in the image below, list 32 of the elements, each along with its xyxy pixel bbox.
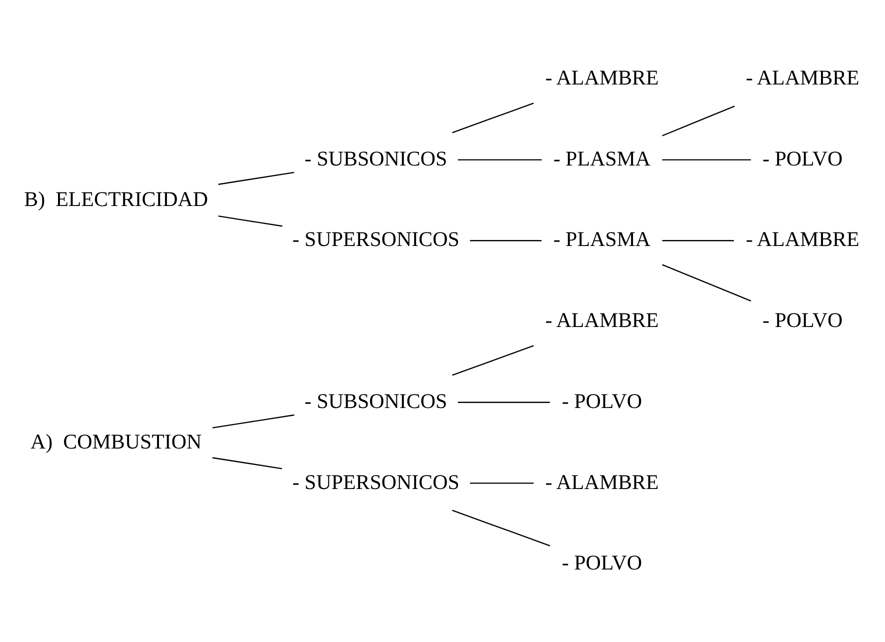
connector bbox=[212, 456, 282, 469]
node-text: - SUBSONICOS bbox=[304, 388, 448, 412]
connector bbox=[662, 264, 752, 302]
connector bbox=[662, 105, 735, 136]
connector bbox=[470, 482, 534, 484]
node-text: - POLVO bbox=[562, 550, 642, 574]
node-text: - ALAMBRE bbox=[746, 226, 860, 251]
node-text: - ALAMBRE bbox=[746, 64, 860, 89]
node-text: - POLVO bbox=[762, 146, 843, 170]
connector bbox=[218, 214, 282, 226]
node-text: - POLVO bbox=[762, 308, 843, 332]
node-text: - ALAMBRE bbox=[545, 64, 659, 89]
node-text: - ALAMBRE bbox=[545, 308, 659, 332]
connector bbox=[452, 102, 534, 133]
node-text: - SUBSONICOS bbox=[304, 146, 448, 170]
node-text: - PLASMA bbox=[553, 146, 651, 170]
node-text: - SUPERSONICOS bbox=[292, 226, 460, 251]
node-text: B) ELECTRICIDAD bbox=[24, 186, 208, 210]
node-text: - POLVO bbox=[562, 388, 642, 412]
connector bbox=[458, 158, 542, 160]
connector bbox=[212, 414, 294, 428]
connector bbox=[470, 240, 542, 241]
node-text: - PLASMA bbox=[553, 226, 651, 251]
node-text: A) COMBUSTION bbox=[30, 428, 202, 453]
connector bbox=[662, 240, 734, 241]
connector bbox=[218, 171, 294, 184]
connector bbox=[452, 509, 550, 546]
connector bbox=[662, 158, 751, 160]
node-text: - ALAMBRE bbox=[545, 469, 659, 494]
node-text: - SUPERSONICOS bbox=[292, 469, 460, 494]
connector bbox=[458, 401, 550, 402]
connector bbox=[452, 344, 534, 376]
